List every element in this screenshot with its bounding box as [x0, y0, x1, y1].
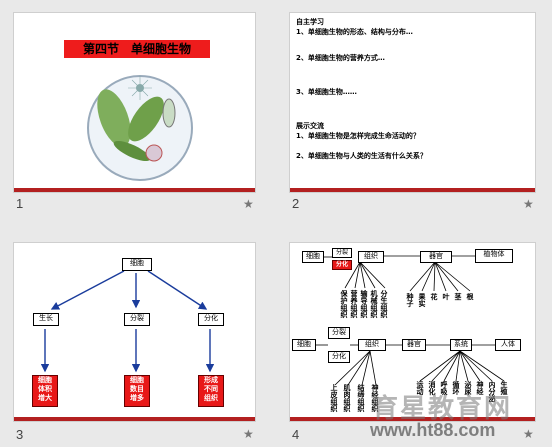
slide-thumbnail-2[interactable]: 自主学习 1、单细胞生物的形态、结构与分布… 2、单细胞生物的营养方式… 3、单…: [290, 13, 535, 192]
question-4: 1、单细胞生物是怎样完成生命活动的？: [296, 132, 420, 140]
animal-cell-box: 细胞: [292, 339, 316, 351]
plant-organ-label: 种子: [406, 293, 414, 307]
plant-differentiation-label: 分化: [332, 260, 352, 270]
diagram-connectors: [314, 255, 505, 386]
node-growth: 生长: [33, 313, 59, 326]
animal-system-label: 生殖: [500, 381, 508, 395]
slide-thumbnail-4[interactable]: 细胞 分裂 分化 组织 器官 植物体 保护组织 营养组织 输导组织 机械组织 分…: [290, 243, 535, 421]
star-icon[interactable]: ★: [243, 427, 254, 441]
animal-tissue-label: 上皮组织: [330, 384, 338, 412]
animal-system-label: 神经: [476, 381, 484, 395]
animal-system-label: 泌尿: [464, 381, 472, 395]
animal-system-box: 系统: [450, 339, 472, 351]
slide-number: 2: [292, 196, 300, 211]
star-icon[interactable]: ★: [523, 427, 534, 441]
animal-system-label: 循环: [452, 381, 460, 395]
node-division: 分裂: [124, 313, 150, 326]
plant-tissue-label: 保护组织: [340, 290, 348, 318]
plant-organ-label: 根: [466, 293, 474, 300]
animal-system-label: 消化: [428, 381, 436, 395]
animal-division-label: 分裂: [328, 327, 350, 339]
slide-footer-bar: [290, 188, 535, 192]
plant-organ-label: 茎: [454, 293, 462, 300]
animal-tissue-box: 组织: [358, 339, 386, 351]
plant-tissue-label: 营养组织: [350, 290, 358, 318]
plant-tissue-label: 分生组织: [380, 290, 388, 318]
heading-self-study: 自主学习: [296, 18, 324, 26]
slide-number: 1: [16, 196, 24, 211]
plant-tissue-box: 组织: [358, 251, 384, 263]
star-icon[interactable]: ★: [523, 197, 534, 211]
node-differentiation: 分化: [198, 313, 224, 326]
animal-system-label: 运动: [416, 381, 424, 395]
slide-footer-bar: [14, 417, 255, 421]
animal-tissue-label: 神经组织: [371, 384, 379, 412]
question-1: 1、单细胞生物的形态、结构与分布…: [296, 28, 413, 36]
star-icon[interactable]: ★: [243, 197, 254, 211]
slide-footer-bar: [290, 417, 535, 421]
watermark-url: www.ht88.com: [370, 420, 496, 440]
plant-body-box: 植物体: [475, 249, 513, 263]
slide-title: 第四节 单细胞生物: [64, 40, 210, 58]
plant-tissue-label: 输导组织: [360, 290, 368, 318]
plant-organ-label: 叶: [442, 293, 450, 300]
result-growth: 细胞 体积 增大: [32, 375, 58, 407]
question-3: 3、单细胞生物……: [296, 88, 357, 96]
animal-tissue-label: 结缔组织: [357, 384, 365, 412]
animal-system-label: 内分泌: [488, 381, 496, 402]
plant-cell-box: 细胞: [302, 251, 324, 263]
animal-system-label: 呼吸: [440, 381, 448, 395]
plant-division-label: 分裂: [332, 248, 352, 258]
slide-number: 4: [292, 427, 300, 442]
slide-thumbnail-3[interactable]: 细胞 生长 分裂 分化 细胞 体积 增大 细胞 数目 增多 形成 不同 组织: [14, 243, 255, 421]
slide-number: 3: [16, 427, 24, 442]
slide-thumbnail-1[interactable]: 第四节 单细胞生物: [14, 13, 255, 192]
heading-discussion: 展示交流: [296, 122, 324, 130]
plant-organ-box: 器官: [420, 251, 452, 263]
watermark-logo-text: 育星教育网: [372, 393, 513, 423]
result-division: 细胞 数目 增多: [124, 375, 150, 407]
node-cell: 细胞: [122, 258, 152, 271]
plant-organ-label: 花: [430, 293, 438, 300]
plant-tissue-label: 机械组织: [370, 290, 378, 318]
diagram-arrows: [40, 270, 215, 373]
slide-footer-bar: [14, 188, 255, 192]
animal-tissue-label: 肌肉组织: [343, 384, 351, 412]
human-body-box: 人体: [495, 339, 521, 351]
animal-differentiation-label: 分化: [328, 351, 350, 363]
question-5: 2、单细胞生物与人类的生活有什么关系？: [296, 152, 427, 160]
question-2: 2、单细胞生物的营养方式…: [296, 54, 385, 62]
cell-illustration: [87, 75, 193, 181]
plant-organ-label: 果实: [418, 293, 426, 307]
animal-organ-box: 器官: [402, 339, 426, 351]
result-differentiation: 形成 不同 组织: [198, 375, 224, 407]
